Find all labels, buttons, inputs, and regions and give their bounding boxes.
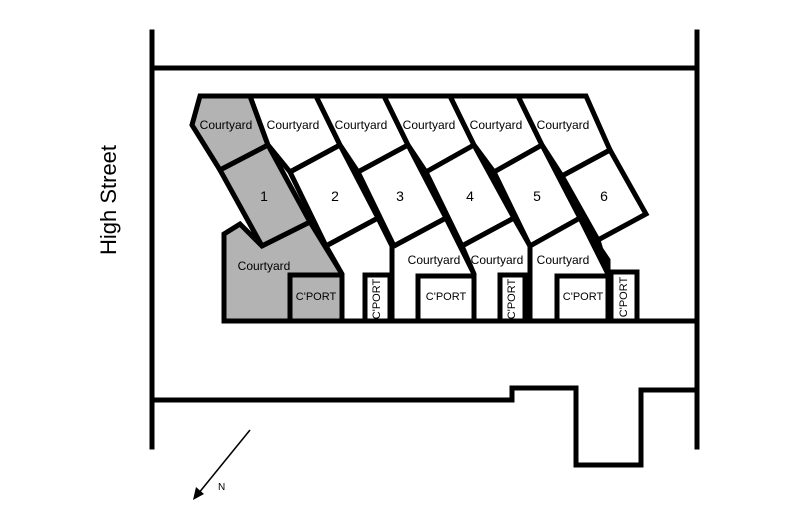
unit-1-courtyard-top-label: Courtyard <box>200 118 253 132</box>
unit-6-house <box>558 146 650 244</box>
unit-4-courtyard-top-label: Courtyard <box>403 118 456 132</box>
street-name-label: High Street <box>96 145 121 255</box>
unit-6-carport-label: C'PORT <box>618 277 630 318</box>
unit-1-carport-label: C'PORT <box>296 291 337 303</box>
unit-5-carport-label: C'PORT <box>563 291 604 303</box>
unit-6-carport <box>608 269 640 324</box>
unit-4-number: 4 <box>466 188 474 204</box>
unit-1-number: 1 <box>260 188 268 204</box>
unit-5-courtyard-top-label: Courtyard <box>470 118 523 132</box>
unit-5: Courtyard 5 Courtyard C'PORT <box>445 93 611 324</box>
unit-2-courtyard-label: Courtyard <box>267 118 320 132</box>
unit-3-carport-label: C'PORT <box>426 291 467 303</box>
unit-3-courtyard-bottom-label: Courtyard <box>408 253 461 267</box>
unit-2-carport-label: C'PORT <box>371 279 383 320</box>
unit-3-courtyard-top-label: Courtyard <box>335 118 388 132</box>
unit-4-courtyard-bottom-label: Courtyard <box>471 253 524 267</box>
unit-6-number: 6 <box>600 188 608 204</box>
unit-5-courtyard-bottom-label: Courtyard <box>537 253 590 267</box>
unit-5-carport <box>554 273 611 324</box>
unit-6: Courtyard 6 C'PORT <box>513 93 650 324</box>
unit-4-carport-label: C'PORT <box>506 279 518 320</box>
north-arrow-shaft <box>197 429 251 495</box>
unit-6-courtyard-label: Courtyard <box>537 118 590 132</box>
unit-3-number: 3 <box>396 188 404 204</box>
unit-2: Courtyard 2 C'PORT <box>246 93 395 324</box>
north-arrow: N <box>193 429 251 500</box>
unit-1: Courtyard 1 Courtyard C'PORT <box>189 93 345 324</box>
bottom-boundary-wall <box>149 385 700 468</box>
unit-1-courtyard-bottom-label: Courtyard <box>238 259 291 273</box>
north-label: N <box>218 482 225 493</box>
unit-2-number: 2 <box>331 188 339 204</box>
site-boundary <box>149 29 700 468</box>
unit-5-number: 5 <box>533 188 541 204</box>
north-arrow-head <box>193 487 204 500</box>
unit-6-side-yard <box>577 216 611 275</box>
